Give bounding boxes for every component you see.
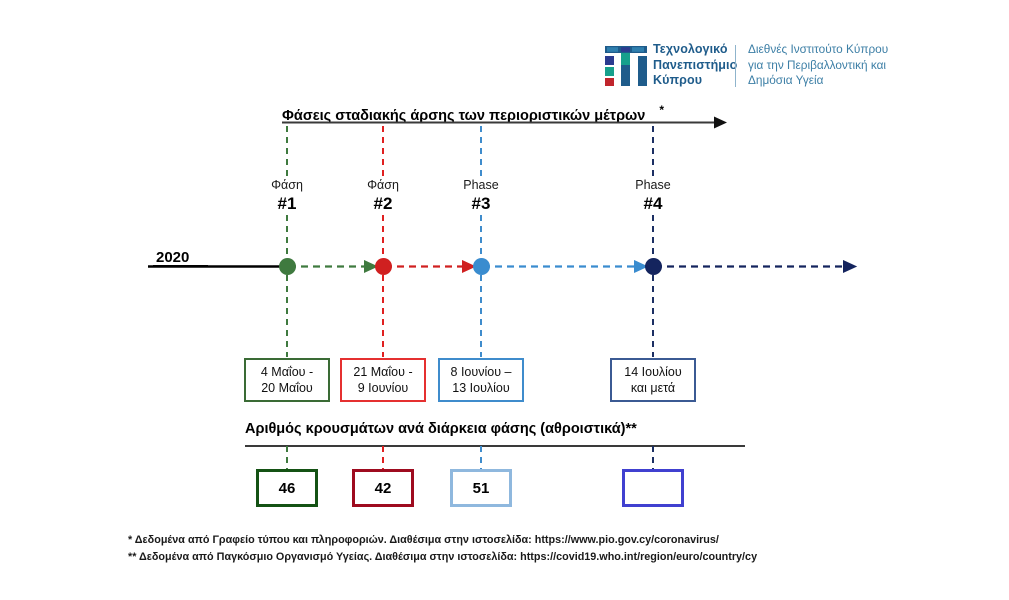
phase-word-3: Phase [463, 178, 499, 192]
timeline-dot-phase-1[interactable] [278, 258, 296, 275]
footnote-1: * Δεδομένα από Γραφείο τύπου και πληροφο… [128, 534, 719, 546]
phase-number-4: #4 [643, 194, 663, 213]
date-box-phase-3: 8 Ιουνίου – 13 Ιουλίου [438, 358, 524, 402]
phase-number-1: #1 [277, 194, 297, 213]
page-title-top: Φάσεις σταδιακής άρσης των περιοριστικών… [282, 103, 664, 124]
phase-number-3: #3 [471, 194, 491, 213]
footnote-2: ** Δεδομένα από Παγκόσμιο Οργανισμό Υγεί… [128, 551, 758, 563]
cases-box-phase-4 [622, 469, 684, 507]
page-title-top-marker: * [659, 103, 665, 117]
logo-block: Τεχνολογικό Πανεπιστήμιο Κύπρου Διεθνές … [605, 42, 915, 100]
phase-number-2: #2 [373, 194, 393, 213]
phase-word-1: Φάση [271, 178, 303, 192]
date-box-phase-1: 4 Μαΐου - 20 Μαΐου [244, 358, 330, 402]
cases-box-phase-3: 51 [450, 469, 512, 507]
logo-subtitle: Διεθνές Ινστιτούτο Κύπρου για την Περιβα… [748, 42, 889, 87]
timeline-dot-phase-3[interactable] [472, 258, 490, 275]
date-box-phase-4: 14 Ιουλίου και μετά [610, 358, 696, 402]
cyprus-university-of-technology-logo-icon [605, 44, 647, 88]
phase-word-2: Φάση [367, 178, 399, 192]
timeline-dot-phase-4[interactable] [644, 258, 662, 275]
date-box-phase-2: 21 Μαΐου - 9 Ιουνίου [340, 358, 426, 402]
cases-box-phase-2: 42 [352, 469, 414, 507]
cases-box-phase-1: 46 [256, 469, 318, 507]
page-title-top-text: Φάσεις σταδιακής άρσης των περιοριστικών… [282, 107, 646, 124]
logo-divider [735, 45, 736, 87]
logo-title: Τεχνολογικό Πανεπιστήμιο Κύπρου [653, 42, 738, 87]
phase-word-4: Phase [635, 178, 671, 192]
cases-heading: Αριθμός κρουσμάτων ανά διάρκεια φάσης (α… [245, 421, 637, 437]
timeline-dot-phase-2[interactable] [374, 258, 392, 275]
year-label: 2020 [156, 249, 190, 266]
